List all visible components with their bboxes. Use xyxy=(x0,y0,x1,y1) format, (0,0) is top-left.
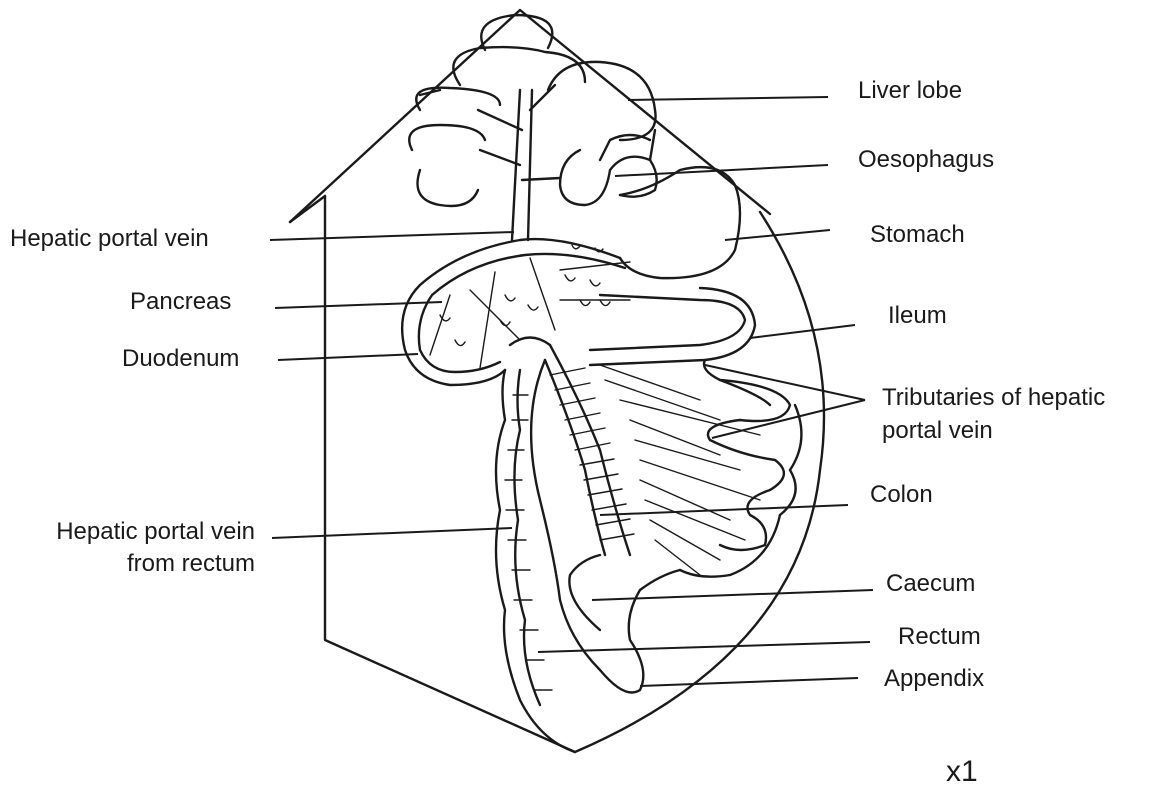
leader-pancreas xyxy=(275,302,442,308)
leader-hpv-rectum xyxy=(272,528,512,538)
label-colon: Colon xyxy=(870,480,933,510)
liver xyxy=(409,15,655,240)
ileum xyxy=(590,288,801,577)
label-hpv-rectum-line2: from rectum xyxy=(12,549,255,579)
leader-rectum xyxy=(538,642,870,652)
leader-caecum xyxy=(592,590,873,600)
duodenum-pancreas xyxy=(402,239,630,385)
label-liver-lobe: Liver lobe xyxy=(858,76,962,106)
leader-lines xyxy=(270,97,873,686)
leader-liver-lobe xyxy=(628,97,828,100)
label-ileum: Ileum xyxy=(888,301,947,331)
label-tributaries-line1: Tributaries of hepatic xyxy=(882,383,1105,413)
label-hepatic-portal-vein: Hepatic portal vein xyxy=(10,224,209,254)
leader-appendix xyxy=(640,678,858,686)
label-oesophagus: Oesophagus xyxy=(858,145,994,175)
leader-stomach xyxy=(725,230,830,240)
leader-ileum xyxy=(750,325,855,338)
label-tributaries-line2: portal vein xyxy=(882,416,993,446)
body-outline xyxy=(290,10,824,752)
label-pancreas: Pancreas xyxy=(130,287,231,317)
label-stomach: Stomach xyxy=(870,220,965,250)
rectum xyxy=(496,370,575,752)
label-appendix: Appendix xyxy=(884,664,984,694)
leader-hepatic-portal-vein xyxy=(270,232,514,240)
leader-duodenum xyxy=(278,354,418,360)
label-hpv-rectum-line1: Hepatic portal vein xyxy=(12,517,255,547)
label-caecum: Caecum xyxy=(886,569,975,599)
label-rectum: Rectum xyxy=(898,622,981,652)
scale-indicator: x1 xyxy=(946,755,978,789)
leader-tributaries-b xyxy=(712,400,865,438)
leader-colon xyxy=(600,505,848,515)
stomach xyxy=(560,130,740,278)
label-duodenum: Duodenum xyxy=(122,344,239,374)
